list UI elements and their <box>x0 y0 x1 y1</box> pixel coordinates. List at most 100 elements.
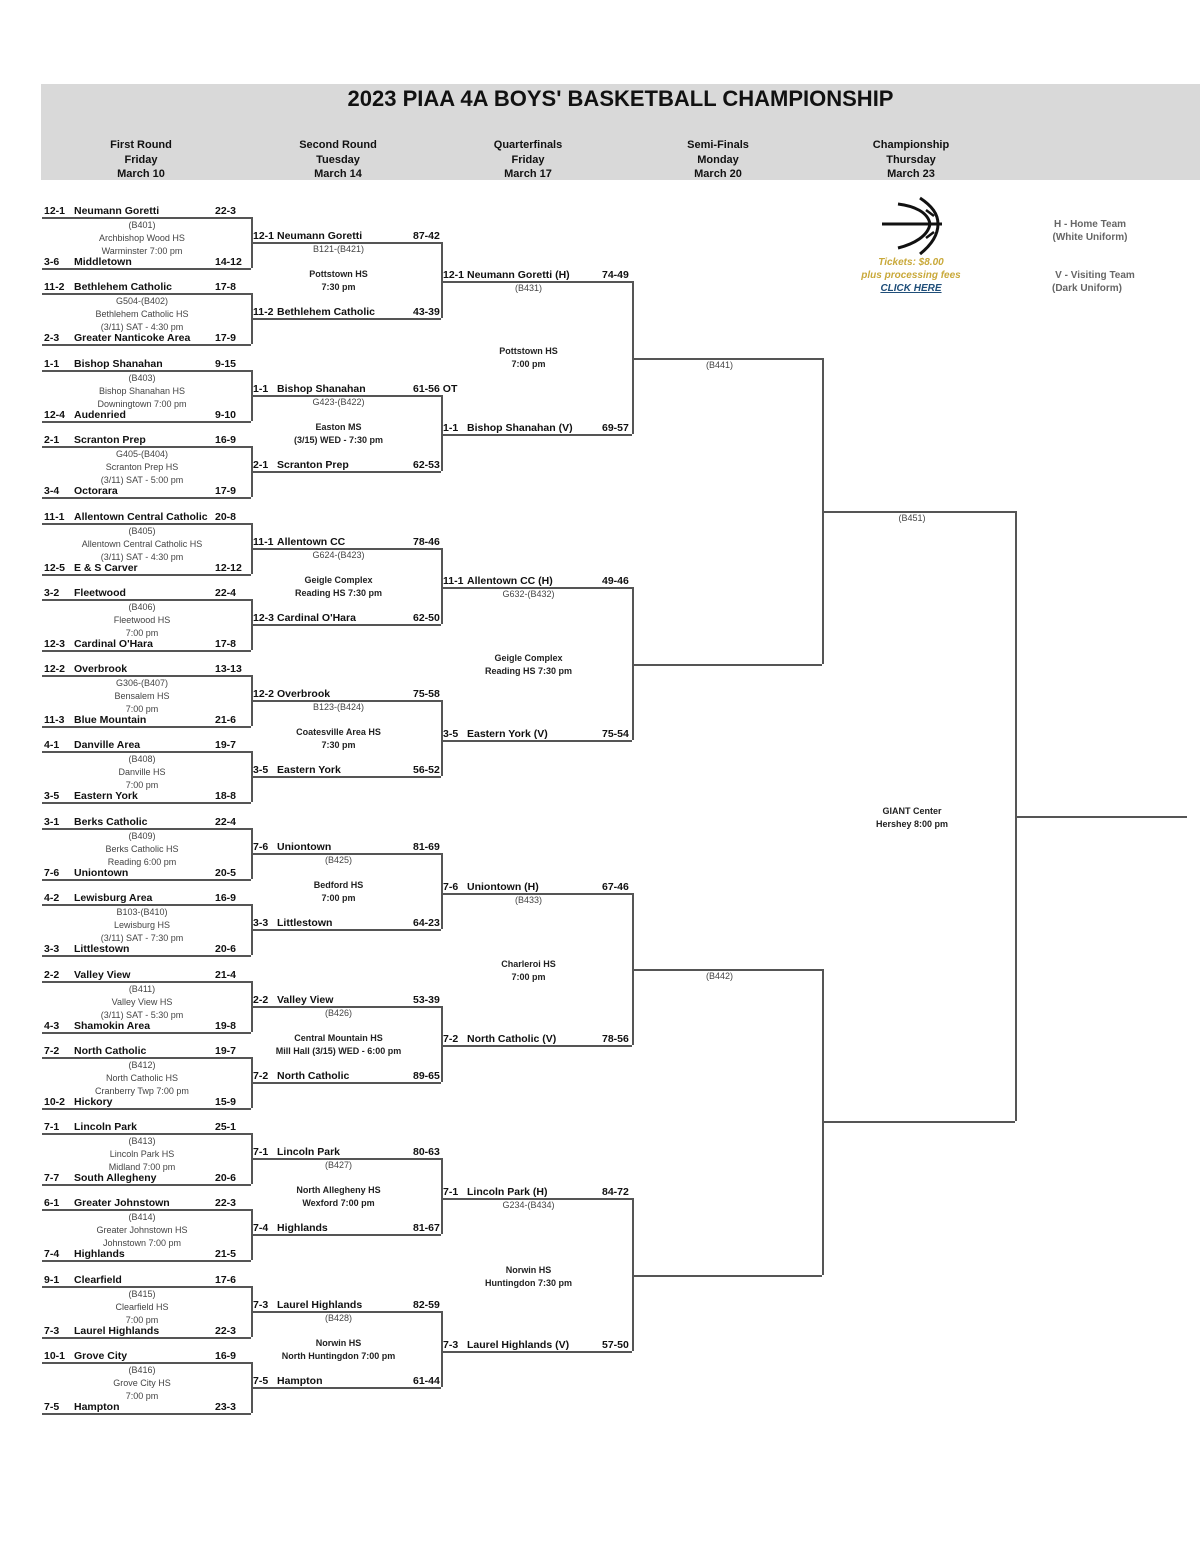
bracket-line <box>441 434 632 436</box>
r1-game-9-bottom-team-name[interactable]: Uniontown <box>74 867 129 879</box>
r1-game-14-info-1: (B414) <box>128 1212 156 1222</box>
qf-game-4-game-id: G234-(B434) <box>502 1200 555 1210</box>
round-day: Thursday <box>886 153 936 166</box>
r1-game-4-info-1: G405-(B404) <box>115 449 169 459</box>
bracket-line <box>42 1362 251 1364</box>
bracket-line <box>251 776 441 778</box>
r1-game-13-bottom-team-name[interactable]: South Allegheny <box>74 1172 157 1184</box>
r2-game-3-venue-2: Reading HS 7:30 pm <box>294 588 383 598</box>
qf-game-1-bottom-seed: 1-1 <box>443 422 459 434</box>
r2-game-7-bottom-seed: 7-4 <box>253 1222 269 1234</box>
r2-game-1-top-score: 87-42 <box>413 230 440 242</box>
bracket-line <box>251 395 441 397</box>
round-name: Championship <box>872 139 950 151</box>
r1-game-11-top-team-name[interactable]: Valley View <box>74 969 131 981</box>
qf-game-3-top-team-name[interactable]: Uniontown (H) <box>467 881 539 893</box>
r1-game-13-top-seed: 7-1 <box>44 1121 60 1133</box>
r2-game-3-top-team-name[interactable]: Allentown CC <box>277 536 346 548</box>
r1-game-10-bottom-team-name[interactable]: Littlestown <box>74 943 130 955</box>
r1-game-12-top-score: 19-7 <box>215 1045 237 1057</box>
r1-game-3-top-team-name[interactable]: Bishop Shanahan <box>74 358 163 370</box>
r2-game-8-bottom-team-name[interactable]: Hampton <box>277 1375 323 1387</box>
r1-game-11-info-1: (B411) <box>128 984 156 994</box>
qf-game-2-top-team-name[interactable]: Allentown CC (H) <box>467 575 553 587</box>
r1-game-5-top-team-name[interactable]: Allentown Central Catholic <box>74 511 208 523</box>
r1-game-3-top-score: 9-15 <box>215 358 237 370</box>
r1-game-14-info-2: Greater Johnstown HS <box>96 1224 188 1235</box>
bracket-line <box>42 370 251 372</box>
r2-game-1-top-team-name[interactable]: Neumann Goretti <box>277 230 363 242</box>
r2-game-1-top-seed: 12-1 <box>253 230 275 242</box>
r1-game-9-top-team-name[interactable]: Berks Catholic <box>74 816 148 828</box>
r2-game-1-bottom-team-name[interactable]: Bethlehem Catholic <box>277 306 376 318</box>
r1-game-10-top-team-name[interactable]: Lewisburg Area <box>74 892 153 904</box>
r1-game-4-bottom-team-name[interactable]: Octorara <box>74 485 118 497</box>
r1-game-16-bottom-team-name[interactable]: Hampton <box>74 1401 120 1413</box>
r1-game-16-top-seed: 10-1 <box>44 1350 66 1362</box>
r1-game-6-bottom-team-name[interactable]: Cardinal O'Hara <box>74 638 153 650</box>
bracket-line <box>42 344 251 346</box>
r2-game-7-bottom-team-name[interactable]: Highlands <box>277 1222 328 1234</box>
bracket-line <box>251 929 441 931</box>
r2-game-7-top-team-name[interactable]: Lincoln Park <box>277 1146 341 1158</box>
qf-game-4-top-team-name[interactable]: Lincoln Park (H) <box>467 1186 548 1198</box>
r2-game-5-bottom-team-name[interactable]: Littlestown <box>277 917 333 929</box>
r1-game-14-top-team-name[interactable]: Greater Johnstown <box>74 1197 170 1209</box>
r2-game-6-bottom-team-name[interactable]: North Catholic <box>277 1070 350 1082</box>
r1-game-1-bottom-team-name[interactable]: Middletown <box>74 256 132 268</box>
r1-game-2-bottom-team-name[interactable]: Greater Nanticoke Area <box>74 332 191 344</box>
r2-game-4-top-team-name[interactable]: Overbrook <box>277 688 331 700</box>
r2-game-8-bottom-score: 61-44 <box>413 1375 440 1387</box>
r1-game-15-bottom-team-name[interactable]: Laurel Highlands <box>74 1325 160 1337</box>
r1-game-4-top-team-name[interactable]: Scranton Prep <box>74 434 146 446</box>
tickets-click-here-link[interactable]: CLICK HERE <box>880 283 942 294</box>
r2-game-3-bottom-team-name[interactable]: Cardinal O'Hara <box>277 612 356 624</box>
bracket-line <box>251 242 441 244</box>
r1-game-5-bottom-team-name[interactable]: E & S Carver <box>74 562 138 574</box>
r1-game-1-top-team-name[interactable]: Neumann Goretti <box>74 205 160 217</box>
r2-game-8-game-id: (B428) <box>324 1313 352 1323</box>
bracket-line <box>42 751 251 753</box>
r2-game-5-top-team-name[interactable]: Uniontown <box>277 841 332 853</box>
r1-game-8-bottom-team-name[interactable]: Eastern York <box>74 790 138 802</box>
r2-game-2-venue-2: (3/15) WED - 7:30 pm <box>293 435 384 445</box>
r1-game-3-bottom-team-name[interactable]: Audenried <box>74 409 126 421</box>
r1-game-7-top-team-name[interactable]: Overbrook <box>74 663 128 675</box>
r1-game-5-info-1: (B405) <box>128 526 156 536</box>
qf-game-1-bottom-team-name[interactable]: Bishop Shanahan (V) <box>467 422 573 434</box>
qf-game-4-bottom-team-name[interactable]: Laurel Highlands (V) <box>467 1339 570 1351</box>
r1-game-15-top-team-name[interactable]: Clearfield <box>74 1274 122 1286</box>
qf-game-1-bottom-score: 69-57 <box>602 422 629 434</box>
r1-game-11-bottom-team-name[interactable]: Shamokin Area <box>74 1020 151 1032</box>
r1-game-6-top-team-name[interactable]: Fleetwood <box>74 587 126 599</box>
bracket-line <box>42 217 251 219</box>
r1-game-13-top-team-name[interactable]: Lincoln Park <box>74 1121 138 1133</box>
r1-game-16-top-team-name[interactable]: Grove City <box>74 1350 128 1362</box>
r2-game-6-top-team-name[interactable]: Valley View <box>277 994 334 1006</box>
r1-game-14-bottom-team-name[interactable]: Highlands <box>74 1248 125 1260</box>
r1-game-14-bottom-score: 21-5 <box>215 1248 237 1260</box>
round-header-second-round: Second Round Tuesday March 14 <box>268 138 408 182</box>
round-header-first-round: First Round Friday March 10 <box>71 138 211 182</box>
r1-game-11-info-2: Valley View HS <box>111 996 173 1007</box>
r1-game-6-bottom-score: 17-8 <box>215 638 237 650</box>
round-date: March 23 <box>887 168 935 180</box>
qf-game-2-game-id: G632-(B432) <box>502 589 555 599</box>
qf-game-2-bottom-team-name[interactable]: Eastern York (V) <box>467 728 548 740</box>
r1-game-12-top-team-name[interactable]: North Catholic <box>74 1045 147 1057</box>
round-day: Tuesday <box>316 153 360 166</box>
r2-game-2-bottom-team-name[interactable]: Scranton Prep <box>277 459 349 471</box>
r1-game-12-info-3: Cranberry Twp 7:00 pm <box>95 1085 189 1096</box>
r1-game-6-top-score: 22-4 <box>215 587 237 599</box>
r2-game-2-top-team-name[interactable]: Bishop Shanahan <box>277 383 366 395</box>
r2-game-8-top-team-name[interactable]: Laurel Highlands <box>277 1299 363 1311</box>
qf-game-1-top-team-name[interactable]: Neumann Goretti (H) <box>467 269 570 281</box>
qf-game-3-bottom-team-name[interactable]: North Catholic (V) <box>467 1033 557 1045</box>
r1-game-8-info-2: Danville HS <box>118 766 166 777</box>
r1-game-2-top-team-name[interactable]: Bethlehem Catholic <box>74 281 173 293</box>
bracket-line <box>42 981 251 983</box>
r1-game-12-bottom-team-name[interactable]: Hickory <box>74 1096 113 1108</box>
r1-game-8-top-team-name[interactable]: Danville Area <box>74 739 141 751</box>
r1-game-7-bottom-team-name[interactable]: Blue Mountain <box>74 714 147 726</box>
r2-game-4-bottom-team-name[interactable]: Eastern York <box>277 764 341 776</box>
